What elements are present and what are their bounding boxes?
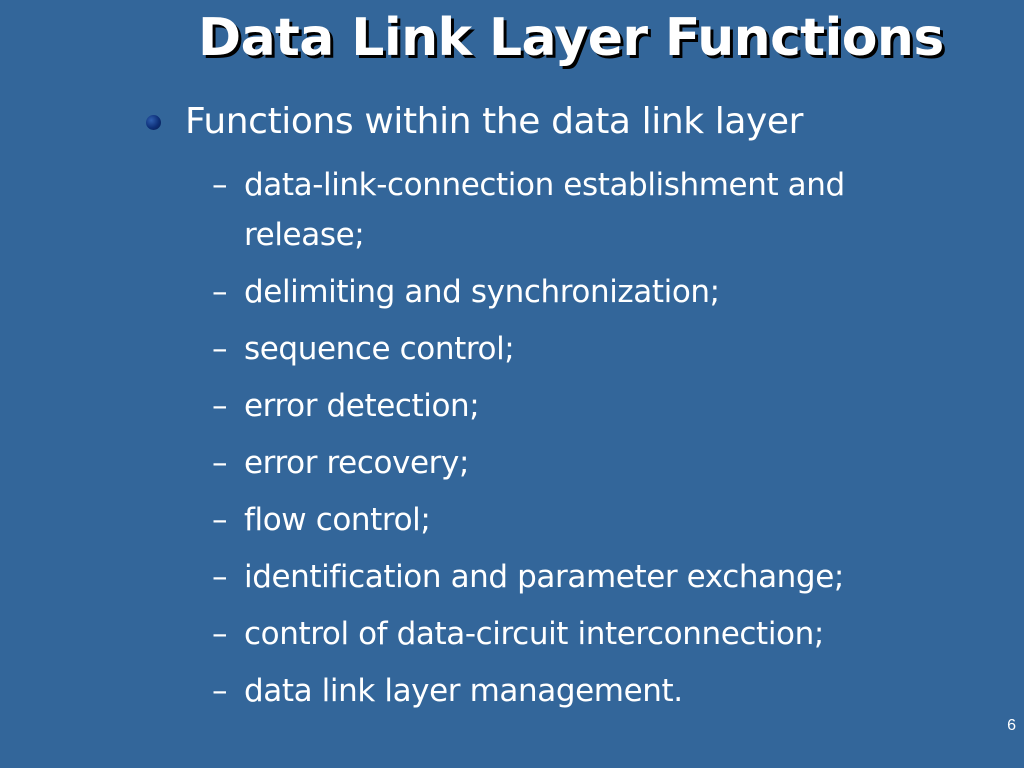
sub-bullet-item: – data-link-connection establishment and… <box>212 160 912 260</box>
dash-bullet-icon: – <box>212 502 228 538</box>
dash-bullet-icon: – <box>212 673 228 709</box>
sub-bullet-text: error recovery; <box>244 445 470 481</box>
dash-bullet-icon: – <box>212 616 228 652</box>
sub-bullet-item: – error detection; <box>212 381 912 431</box>
sub-bullet-text: data-link-connection establishment and r… <box>244 167 845 253</box>
page-number: 6 <box>1007 717 1016 734</box>
dash-bullet-icon: – <box>212 331 228 367</box>
sub-bullet-list: – data-link-connection establishment and… <box>212 160 912 723</box>
sub-bullet-item: – error recovery; <box>212 438 912 488</box>
sub-bullet-text: control of data-circuit interconnection; <box>244 616 824 652</box>
bullet-item: Functions within the data link layer <box>146 96 926 148</box>
sub-bullet-item: – sequence control; <box>212 324 912 374</box>
sub-bullet-text: delimiting and synchronization; <box>244 274 720 310</box>
dash-bullet-icon: – <box>212 167 228 203</box>
dash-bullet-icon: – <box>212 445 228 481</box>
dash-bullet-icon: – <box>212 388 228 424</box>
sub-bullet-text: error detection; <box>244 388 480 424</box>
sub-bullet-text: identification and parameter exchange; <box>244 559 844 595</box>
round-bullet-icon <box>146 115 161 130</box>
dash-bullet-icon: – <box>212 274 228 310</box>
sub-bullet-text: sequence control; <box>244 331 515 367</box>
slide-title: Data Link Layer Functions <box>198 8 944 68</box>
sub-bullet-item: – flow control; <box>212 495 912 545</box>
sub-bullet-item: – delimiting and synchronization; <box>212 267 912 317</box>
sub-bullet-item: – data link layer management. <box>212 666 912 716</box>
sub-bullet-item: – control of data-circuit interconnectio… <box>212 609 912 659</box>
bullet-text: Functions within the data link layer <box>185 101 804 142</box>
dash-bullet-icon: – <box>212 559 228 595</box>
sub-bullet-text: data link layer management. <box>244 673 683 709</box>
sub-bullet-text: flow control; <box>244 502 431 538</box>
sub-bullet-item: – identification and parameter exchange; <box>212 552 912 602</box>
